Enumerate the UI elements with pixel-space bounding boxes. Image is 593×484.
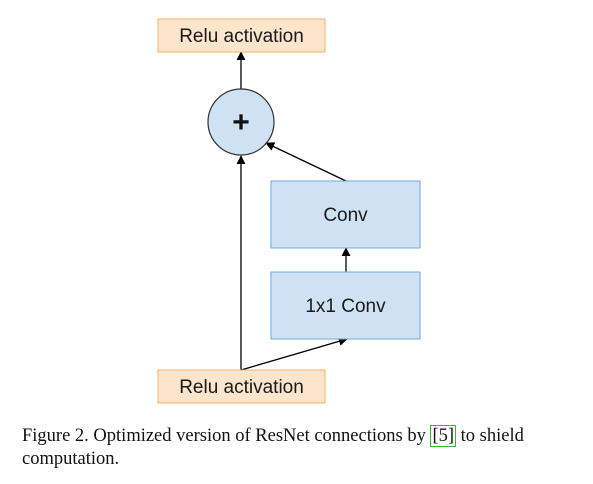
plus-icon: + xyxy=(232,106,250,139)
relu-activation-bottom-node: Relu activation xyxy=(157,369,326,404)
citation-link[interactable]: [5] xyxy=(430,425,457,447)
conv-node: Conv xyxy=(270,180,421,249)
resnet-diagram: Relu activation + Conv 1x1 Conv Relu act… xyxy=(157,18,421,404)
caption-prefix: Figure 2. Optimized version of ResNet co… xyxy=(22,426,431,446)
conv-to-add-arrow xyxy=(265,142,347,182)
relu-activation-top-label: Relu activation xyxy=(179,26,304,47)
caption-suffix: to shield computation. xyxy=(22,426,524,469)
conv-label: Conv xyxy=(323,205,368,226)
relu-activation-top-node: Relu activation xyxy=(157,18,326,53)
figure-caption: Figure 2. Optimized version of ResNet co… xyxy=(22,425,582,471)
1x1-conv-label: 1x1 Conv xyxy=(305,296,386,317)
add-node: + xyxy=(207,88,275,156)
relu-activation-bottom-label: Relu activation xyxy=(179,377,304,398)
1x1-conv-node: 1x1 Conv xyxy=(270,271,421,340)
relu-to-1x1conv-arrow xyxy=(240,336,348,371)
